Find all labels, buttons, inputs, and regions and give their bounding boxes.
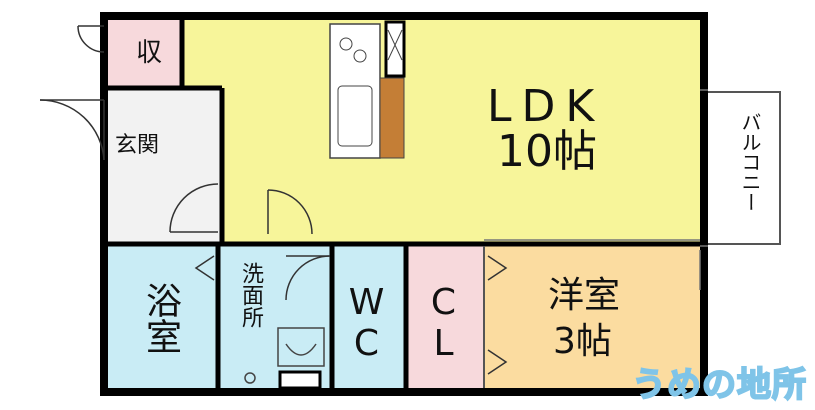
washroom-label: 洗面所 — [238, 262, 263, 328]
ldk-size-label: 10帖 — [497, 126, 597, 177]
wc-fill — [334, 246, 404, 388]
western-room-label: 洋室 — [548, 275, 621, 316]
storage-door — [77, 25, 105, 53]
wc-label: WC — [346, 282, 387, 364]
entrance-door — [39, 99, 105, 161]
entrance-label: 玄関 — [115, 133, 160, 158]
wash-basin — [244, 327, 325, 390]
ldk-label: LDK — [487, 81, 605, 132]
closet-fill — [408, 246, 484, 388]
balcony-fill — [704, 90, 780, 246]
kitchen-counter — [329, 20, 406, 159]
interior-doors — [169, 183, 508, 375]
balcony-label: バルコニー — [738, 112, 762, 212]
western-room-size-label: 3帖 — [553, 321, 612, 362]
washroom-fill — [220, 246, 330, 388]
windows — [484, 89, 708, 290]
closet-label: CL — [423, 282, 464, 364]
western-room-fill — [484, 246, 700, 388]
watermark-text: うめの地所 — [631, 364, 807, 406]
storage-label: 収 — [136, 38, 163, 68]
inner-walls — [104, 16, 704, 392]
bath-label: 浴室 — [140, 282, 181, 354]
storage-fill — [108, 20, 180, 88]
ldk-fill — [180, 20, 700, 242]
balcony-outline — [708, 91, 781, 245]
outer-walls — [100, 12, 708, 396]
entrance-fill — [108, 88, 220, 242]
